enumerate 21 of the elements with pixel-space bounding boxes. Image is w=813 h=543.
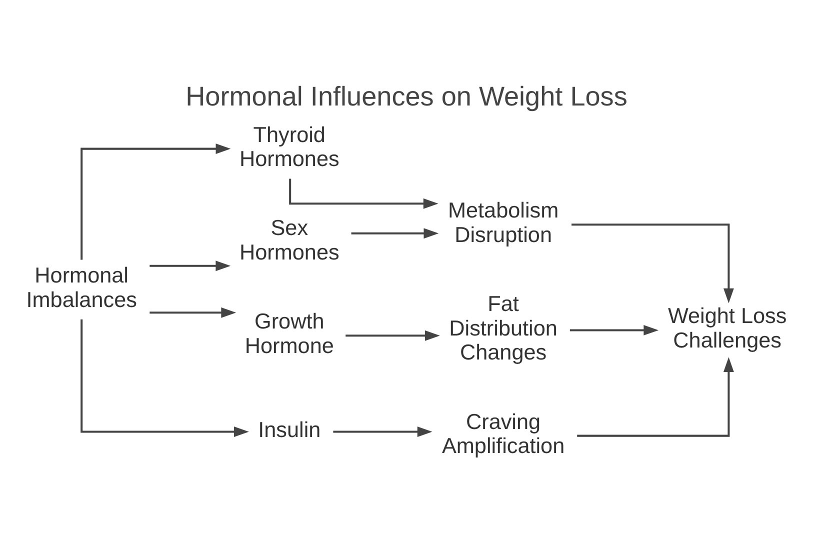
arrow <box>570 324 659 335</box>
diagram-title: Hormonal Influences on Weight Loss <box>186 80 628 111</box>
node-text: Hormonal Imbalances <box>26 262 137 312</box>
node-text: Weight Loss Challenges <box>668 302 787 352</box>
arrow <box>346 330 440 340</box>
arrow <box>351 228 439 238</box>
arrow <box>572 223 734 303</box>
node-text: Thyroid Hormones <box>239 121 340 171</box>
node-text: Fat Distribution Changes <box>449 290 558 364</box>
node-text: Metabolism Disruption <box>448 197 559 246</box>
node-text: Craving Amplification <box>442 408 565 458</box>
arrow <box>333 426 432 436</box>
node-text: Insulin <box>258 416 321 442</box>
arrow <box>577 356 734 436</box>
arrow <box>80 143 231 260</box>
node-text: Sex Hormones <box>239 214 340 264</box>
node-text: Growth Hormone <box>244 308 334 358</box>
arrow <box>150 260 231 271</box>
arrow <box>80 318 249 436</box>
arrow <box>289 178 438 208</box>
arrow <box>150 306 236 318</box>
